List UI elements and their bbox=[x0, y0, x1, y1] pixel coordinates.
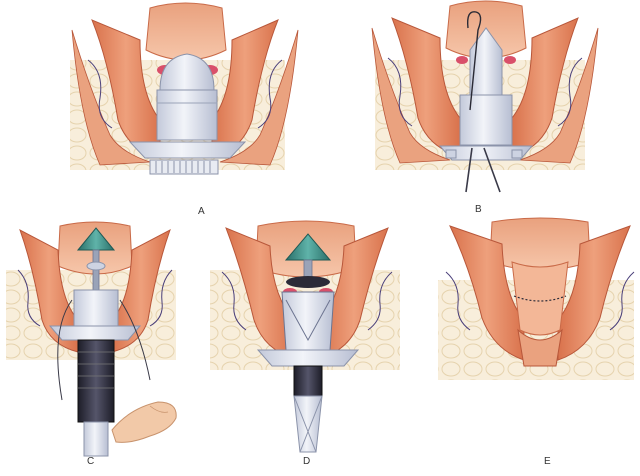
panel-e bbox=[438, 218, 634, 380]
panel-d-shaft bbox=[294, 366, 322, 396]
panel-a bbox=[70, 3, 298, 174]
panel-c-label: C bbox=[87, 456, 95, 467]
panel-a-rectum bbox=[146, 3, 226, 60]
panel-e-rectum bbox=[490, 218, 590, 270]
panel-b-device-body bbox=[460, 95, 512, 145]
panel-d bbox=[210, 221, 400, 452]
panel-b-label: B bbox=[475, 204, 482, 215]
panel-a-grill bbox=[150, 160, 218, 174]
panel-e-label: E bbox=[544, 456, 551, 467]
panel-a-device-body bbox=[157, 90, 217, 140]
panel-d-label: D bbox=[303, 456, 311, 467]
panel-c-housing bbox=[74, 290, 118, 326]
panel-c-handle bbox=[84, 422, 108, 456]
panel-d-housing bbox=[282, 292, 334, 350]
panel-a-label: A bbox=[198, 206, 205, 217]
panel-c-flange bbox=[50, 326, 140, 340]
panel-b-tissue-left bbox=[456, 56, 468, 64]
panel-d-handle bbox=[294, 396, 322, 452]
panel-a-flange bbox=[130, 142, 245, 158]
panel-d-staple-ring bbox=[286, 276, 330, 288]
panel-a-device-dome bbox=[160, 54, 214, 90]
panel-d-flange bbox=[258, 350, 358, 366]
panel-b-tissue-right bbox=[504, 56, 516, 64]
panel-c-hand bbox=[112, 402, 176, 442]
panel-b bbox=[372, 1, 598, 192]
panel-c bbox=[6, 222, 176, 456]
panel-e-lumen bbox=[512, 262, 568, 335]
